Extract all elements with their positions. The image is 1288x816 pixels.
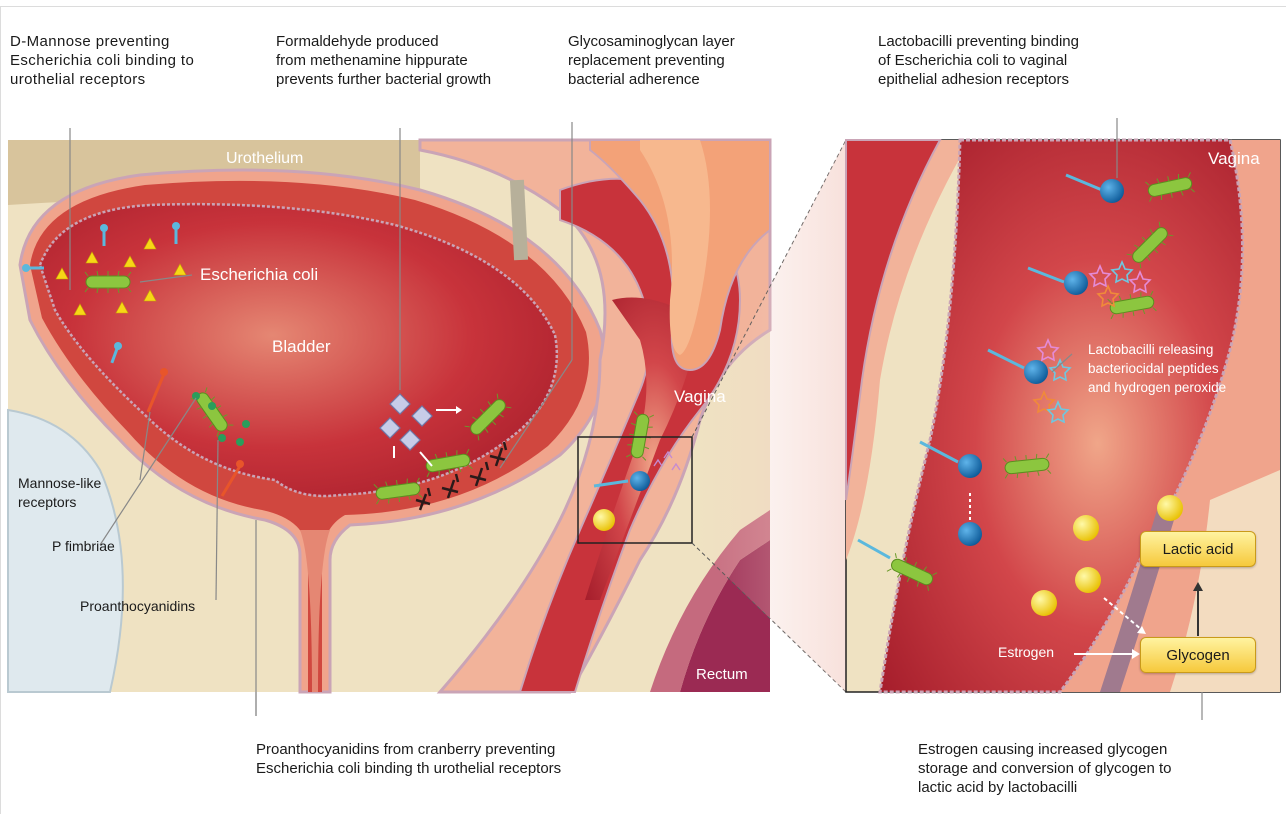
caption-d-mannose: D-Mannose preventing Escherichia coli bi… xyxy=(10,32,194,89)
label-proanthocyanidins: Proanthocyanidins xyxy=(80,598,195,615)
lactobacillus xyxy=(1064,271,1088,295)
estrogen-molecule xyxy=(1157,495,1183,521)
caption-estrogen-glycogen: Estrogen causing increased glycogen stor… xyxy=(918,740,1172,797)
label-urothelium: Urothelium xyxy=(226,150,303,167)
label-escherichia-coli: Escherichia coli xyxy=(200,266,318,283)
lactobacillus xyxy=(1024,360,1048,384)
lactobacillus xyxy=(1100,179,1124,203)
caption-lactobacilli-binding: Lactobacilli preventing binding of Esche… xyxy=(878,32,1079,89)
label-rectum: Rectum xyxy=(696,666,748,683)
label-p-fimbriae: P fimbriae xyxy=(52,538,115,555)
label-mannose-like-receptors: Mannose-like receptors xyxy=(18,474,101,512)
caption-formaldehyde: Formaldehyde produced from methenamine h… xyxy=(276,32,491,89)
lactobacillus xyxy=(958,454,982,478)
estrogen-molecule xyxy=(1075,567,1101,593)
label-estrogen: Estrogen xyxy=(998,644,1054,661)
label-lactobacilli-releasing: Lactobacilli releasing bacteriocidal pep… xyxy=(1088,340,1226,397)
estrogen-molecule xyxy=(1031,590,1057,616)
label-vagina-main: Vagina xyxy=(674,388,726,405)
label-bladder: Bladder xyxy=(272,338,331,355)
label-vagina-zoom: Vagina xyxy=(1208,150,1260,167)
caption-glycosaminoglycan: Glycosaminoglycan layer replacement prev… xyxy=(568,32,735,89)
lactic-acid-box: Lactic acid xyxy=(1140,531,1256,567)
lactobacillus xyxy=(958,522,982,546)
estrogen-molecule xyxy=(1073,515,1099,541)
glycogen-box: Glycogen xyxy=(1140,637,1256,673)
caption-proanthocyanidins-cranberry: Proanthocyanidins from cranberry prevent… xyxy=(256,740,561,778)
